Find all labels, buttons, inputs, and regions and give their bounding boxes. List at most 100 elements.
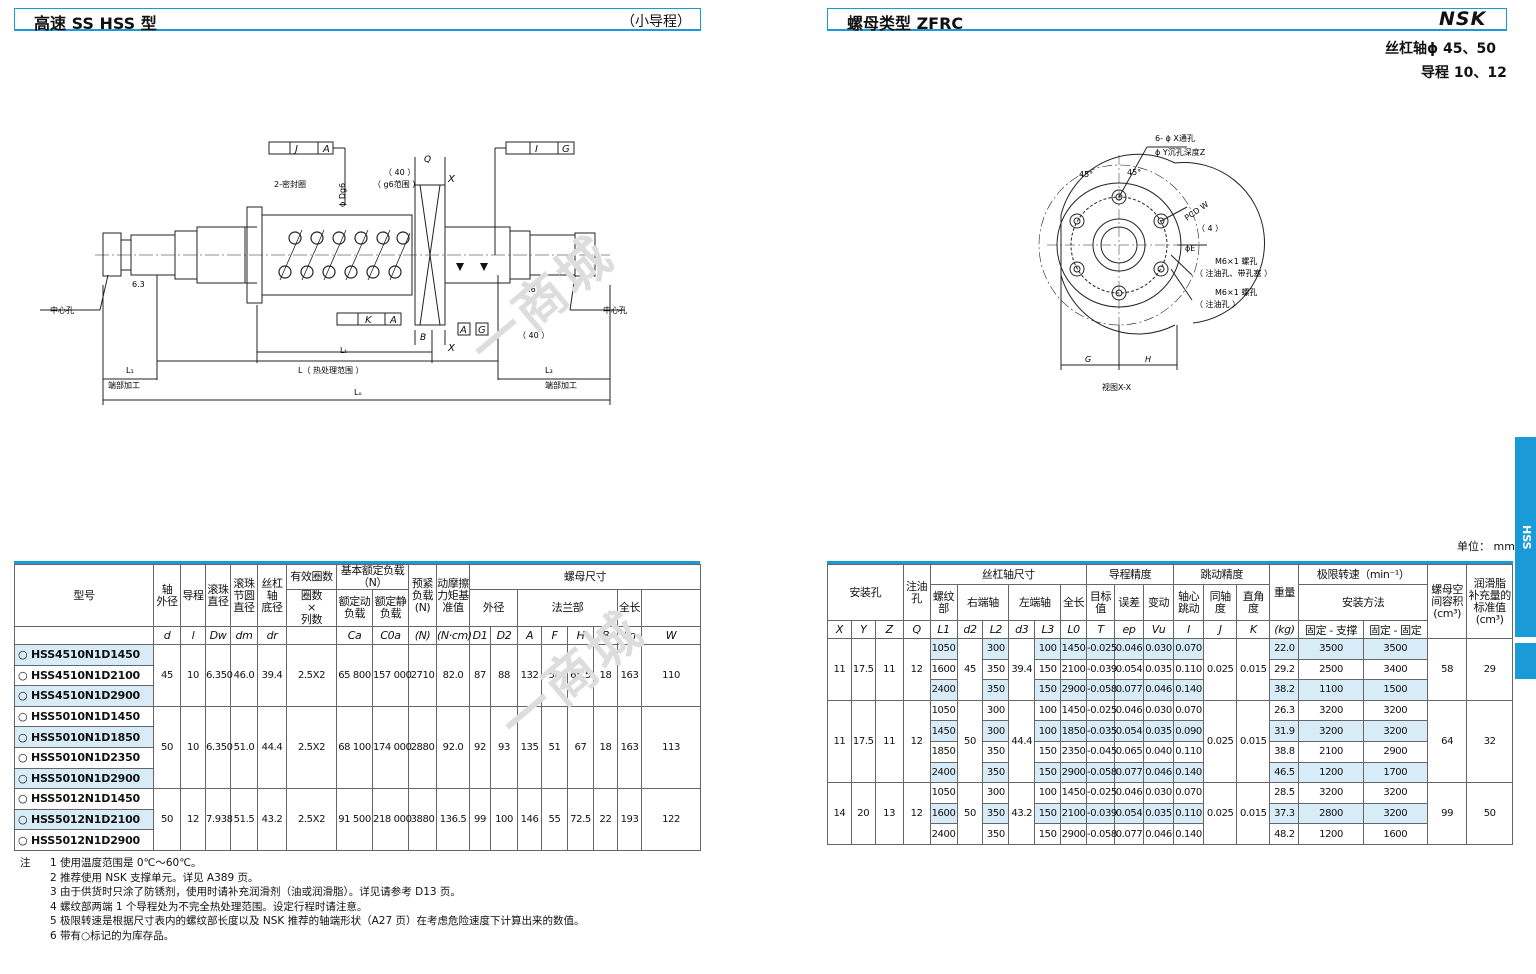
value-fs: 3200 xyxy=(1298,782,1364,804)
value-w: 110 xyxy=(641,644,702,707)
value-l3: 150 xyxy=(1034,802,1062,825)
svg-text:（ 40 ）: （ 40 ） xyxy=(384,168,415,177)
value-d1: 92 xyxy=(469,705,492,790)
header-ball: 滚珠 直径 xyxy=(205,564,231,627)
value-l2: 350 xyxy=(982,761,1010,784)
header-torque: 动摩擦 力矩基 准值 xyxy=(436,564,471,627)
right-table-topbar xyxy=(827,561,1513,564)
value-f: 51 xyxy=(541,705,569,790)
svg-text:H: H xyxy=(1145,355,1151,364)
value-h: 65.5 xyxy=(567,644,595,707)
zfrc-spec-table: 安装孔注油孔丝杠轴尺寸导程精度跳动精度重量极限转速（min⁻¹）螺母空 间容积 … xyxy=(827,564,1513,845)
value-d: 50 xyxy=(153,705,181,790)
header-axis: 轴 外径 xyxy=(153,564,181,627)
svg-text:ϕ Y沉孔深度Z: ϕ Y沉孔深度Z xyxy=(1155,147,1206,157)
value-l0: 1450 xyxy=(1060,638,1088,660)
svg-text:2-密封圈: 2-密封圈 xyxy=(274,179,306,189)
value-dr: 44.4 xyxy=(257,705,287,790)
model-cell: ○ HSS4510N1D2900 xyxy=(14,685,154,707)
sym-q: Q xyxy=(902,620,931,639)
value-fs: 1200 xyxy=(1298,823,1364,845)
value-t: -0.058 xyxy=(1086,761,1117,784)
value-t: -0.039 xyxy=(1086,658,1117,681)
value-x: 11 xyxy=(827,638,852,701)
header-stat: 额定静 负载 xyxy=(371,589,410,627)
header-err: 误差 xyxy=(1113,584,1145,621)
value-kg: 22.0 xyxy=(1269,638,1300,660)
value-w: 113 xyxy=(641,705,702,790)
svg-text:（ g6范围 ）: （ g6范围 ） xyxy=(373,179,420,189)
nsk-logo: NSK xyxy=(1439,8,1487,30)
value-l0: 2900 xyxy=(1060,761,1088,784)
sym-l1: L1 xyxy=(929,620,958,639)
sym-vu: Vu xyxy=(1143,620,1175,639)
value-i: 0.070 xyxy=(1173,782,1205,804)
note-item: 4 螺纹部两端 1 个导程处为不完全热处理范围。设定行程时请注意。 xyxy=(50,900,368,913)
value-h: 67 xyxy=(567,705,595,790)
value-l1: 1850 xyxy=(929,740,958,763)
value-ep: 0.077 xyxy=(1113,823,1145,845)
header-weight: 重量 xyxy=(1269,564,1300,621)
header-rating: 基本额定负载（N） xyxy=(335,564,410,590)
value-dw: 7.938 xyxy=(205,788,233,851)
value-l0: 1450 xyxy=(1060,699,1088,722)
model-cell: ○ HSS5012N1D2900 xyxy=(14,829,154,851)
svg-text:1.6: 1.6 xyxy=(523,285,536,294)
sym-torque: (N·cm) xyxy=(436,626,472,645)
value-dm: 51.0 xyxy=(230,705,258,790)
sym-dm: dm xyxy=(230,626,258,645)
value-i: 0.110 xyxy=(1173,740,1205,763)
header-leadacc: 导程精度 xyxy=(1086,564,1175,585)
value-ep: 0.054 xyxy=(1113,802,1145,825)
value-t: -0.058 xyxy=(1086,679,1117,701)
sym-h: H xyxy=(567,626,595,645)
svg-text:Lₜ: Lₜ xyxy=(340,346,347,355)
sym-kg: (kg) xyxy=(1269,620,1300,639)
hss-section-tab[interactable]: HSS xyxy=(1515,437,1536,637)
svg-text:中心孔: 中心孔 xyxy=(50,305,74,315)
value-l2: 350 xyxy=(982,802,1010,825)
header-total: 全长 xyxy=(1060,584,1088,621)
value-l2: 350 xyxy=(982,658,1010,681)
value-fs: 3200 xyxy=(1298,720,1364,742)
value-j: 0.025 xyxy=(1203,638,1238,701)
value-l1: 1600 xyxy=(929,802,958,825)
sym-n: (N) xyxy=(408,626,438,645)
spec-shaft: 丝杠轴ϕ 45、50 xyxy=(1385,41,1496,57)
table-row: ○ HSS5010N1D2350 xyxy=(14,746,701,769)
header-oil: 注油孔 xyxy=(902,564,931,621)
header-var: 变动 xyxy=(1143,584,1175,621)
note-item: 6 带有○标记的为库存品。 xyxy=(50,929,175,942)
value-pre: 2880 xyxy=(408,705,438,790)
value-space: 99 xyxy=(1426,782,1468,845)
hss-spec-table: 型号轴 外径导程滚珠 直径滚珠 节圆 直径丝杠轴 底径有效圈数基本额定负载（N）… xyxy=(14,564,702,851)
value-k: 0.015 xyxy=(1236,638,1271,701)
value-d2: 50 xyxy=(956,699,984,784)
header-space: 螺母空 间容积 (cm³) xyxy=(1426,564,1468,639)
svg-text:G: G xyxy=(1085,355,1091,364)
svg-text:Q: Q xyxy=(424,155,431,165)
sym-d1: D1 xyxy=(469,626,492,645)
value-l0: 2100 xyxy=(1060,802,1088,825)
header-left: 左端轴 xyxy=(1008,584,1062,621)
value-d2: 88 xyxy=(490,644,519,707)
header-shaft: 丝杠轴尺寸 xyxy=(929,564,1088,585)
value-d3: 39.4 xyxy=(1008,638,1036,701)
value-l3: 150 xyxy=(1034,740,1062,763)
value-l3: 150 xyxy=(1034,761,1062,784)
svg-text:G: G xyxy=(478,325,486,336)
value-l0: 2900 xyxy=(1060,823,1088,845)
value-kg: 46.5 xyxy=(1269,761,1300,784)
header-preload: 预紧 负载 (N) xyxy=(408,564,438,627)
table-row: ○ HSS5010N1D1850 xyxy=(14,726,701,748)
value-i: 0.070 xyxy=(1173,638,1205,660)
value-d3: 44.4 xyxy=(1008,699,1036,784)
value-fs: 2100 xyxy=(1298,740,1364,763)
